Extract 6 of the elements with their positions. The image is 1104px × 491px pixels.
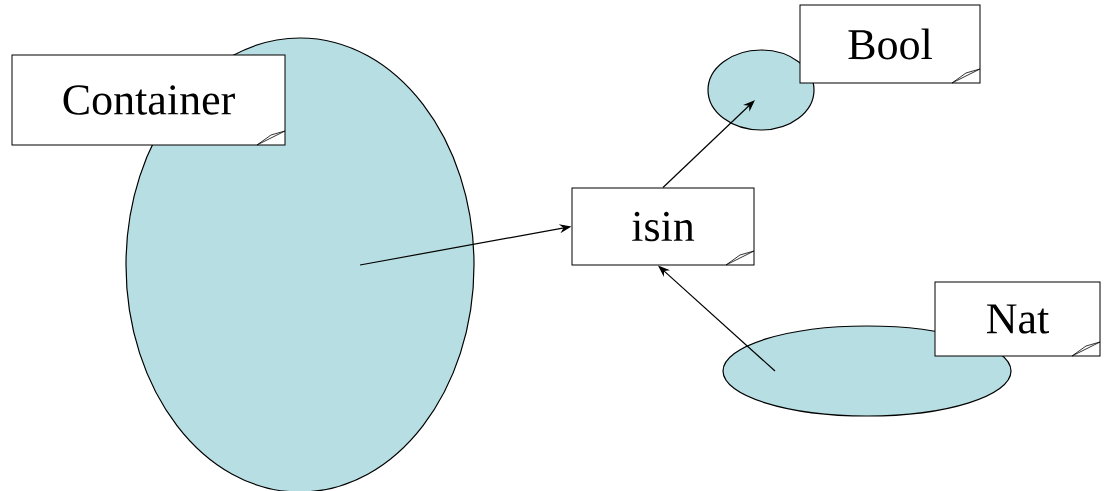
- arrow: [662, 100, 755, 189]
- ellipse-shape: [707, 49, 815, 131]
- note-box: isin: [571, 187, 755, 266]
- note-box: Nat: [934, 281, 1101, 357]
- note-box: Container: [11, 54, 286, 146]
- note-box: Bool: [799, 4, 981, 84]
